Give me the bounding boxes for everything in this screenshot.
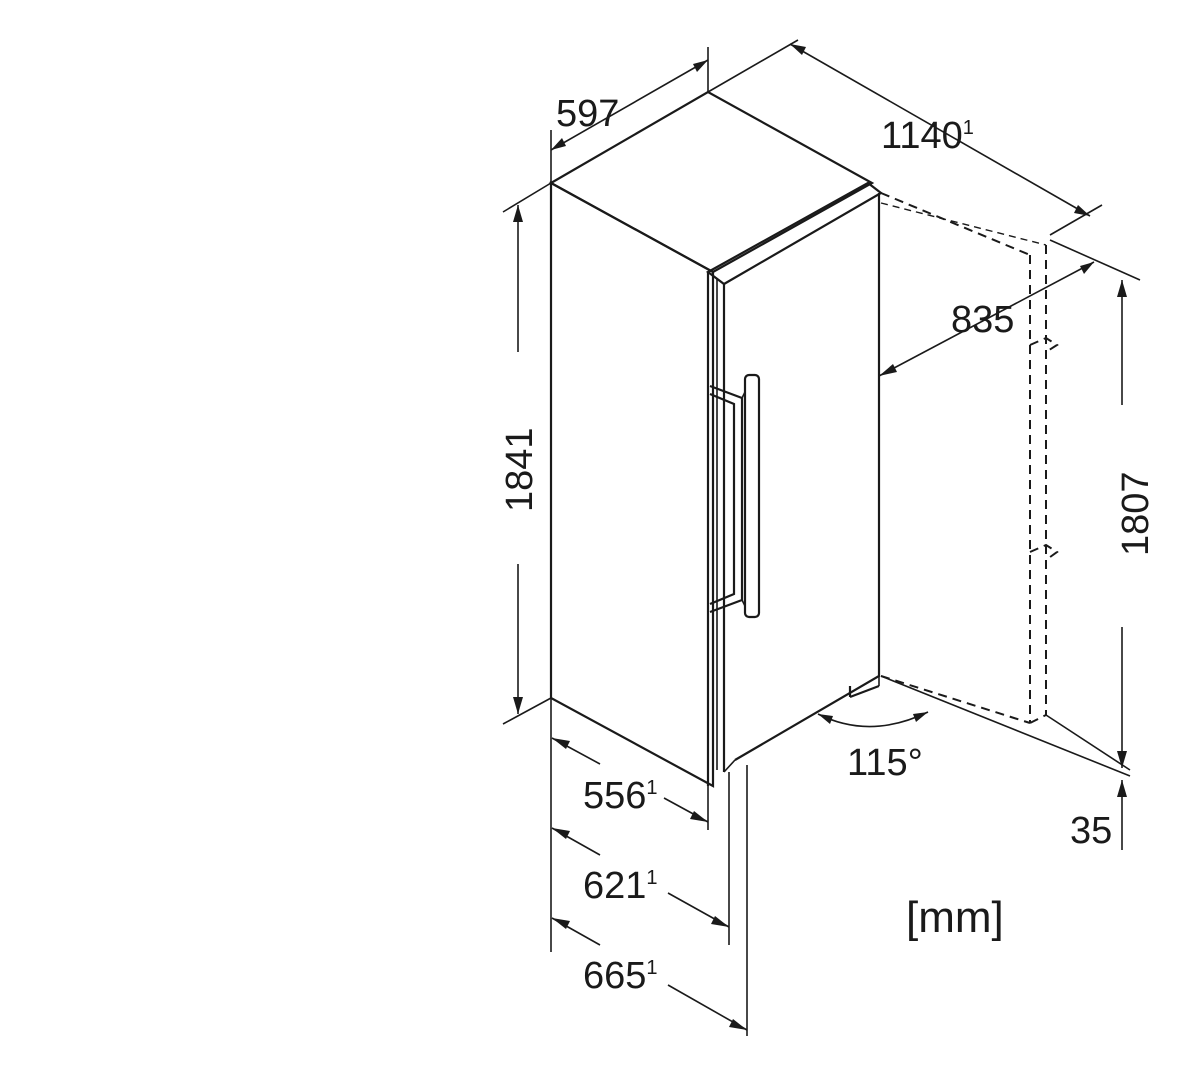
label-115-degrees: 115°	[847, 742, 923, 784]
label-1140-value: 1140	[881, 115, 963, 157]
fridge-feet	[848, 684, 880, 699]
dim-line-1841	[502, 182, 552, 725]
dim-lines-depth	[550, 698, 748, 1036]
open-door-outline	[880, 192, 1059, 724]
label-556-value: 556	[583, 775, 646, 817]
label-35: 35	[1070, 810, 1112, 852]
fridge-body	[548, 90, 881, 788]
unit-label: [mm]	[906, 893, 1004, 942]
label-1841: 1841	[499, 427, 541, 512]
dim-line-597	[550, 47, 709, 183]
label-621: 6211	[583, 865, 658, 907]
label-1140: 11401	[881, 115, 974, 157]
label-621-value: 621	[583, 865, 646, 907]
door-handle	[709, 373, 761, 619]
dim-line-35	[880, 675, 1131, 850]
label-1140-footnote: 1	[963, 117, 974, 139]
dim-line-1140	[707, 39, 1103, 236]
label-665-value: 665	[583, 955, 646, 997]
dim-line-1807	[1045, 280, 1131, 771]
label-665: 6651	[583, 955, 658, 997]
label-665-footnote: 1	[646, 957, 657, 979]
label-556-footnote: 1	[646, 777, 657, 799]
label-597: 597	[556, 93, 619, 135]
dim-arc-115	[817, 711, 929, 728]
label-621-footnote: 1	[646, 867, 657, 889]
dim-line-835	[878, 239, 1141, 377]
label-1807: 1807	[1115, 471, 1157, 556]
label-556: 5561	[583, 775, 658, 817]
label-835: 835	[951, 299, 1014, 341]
